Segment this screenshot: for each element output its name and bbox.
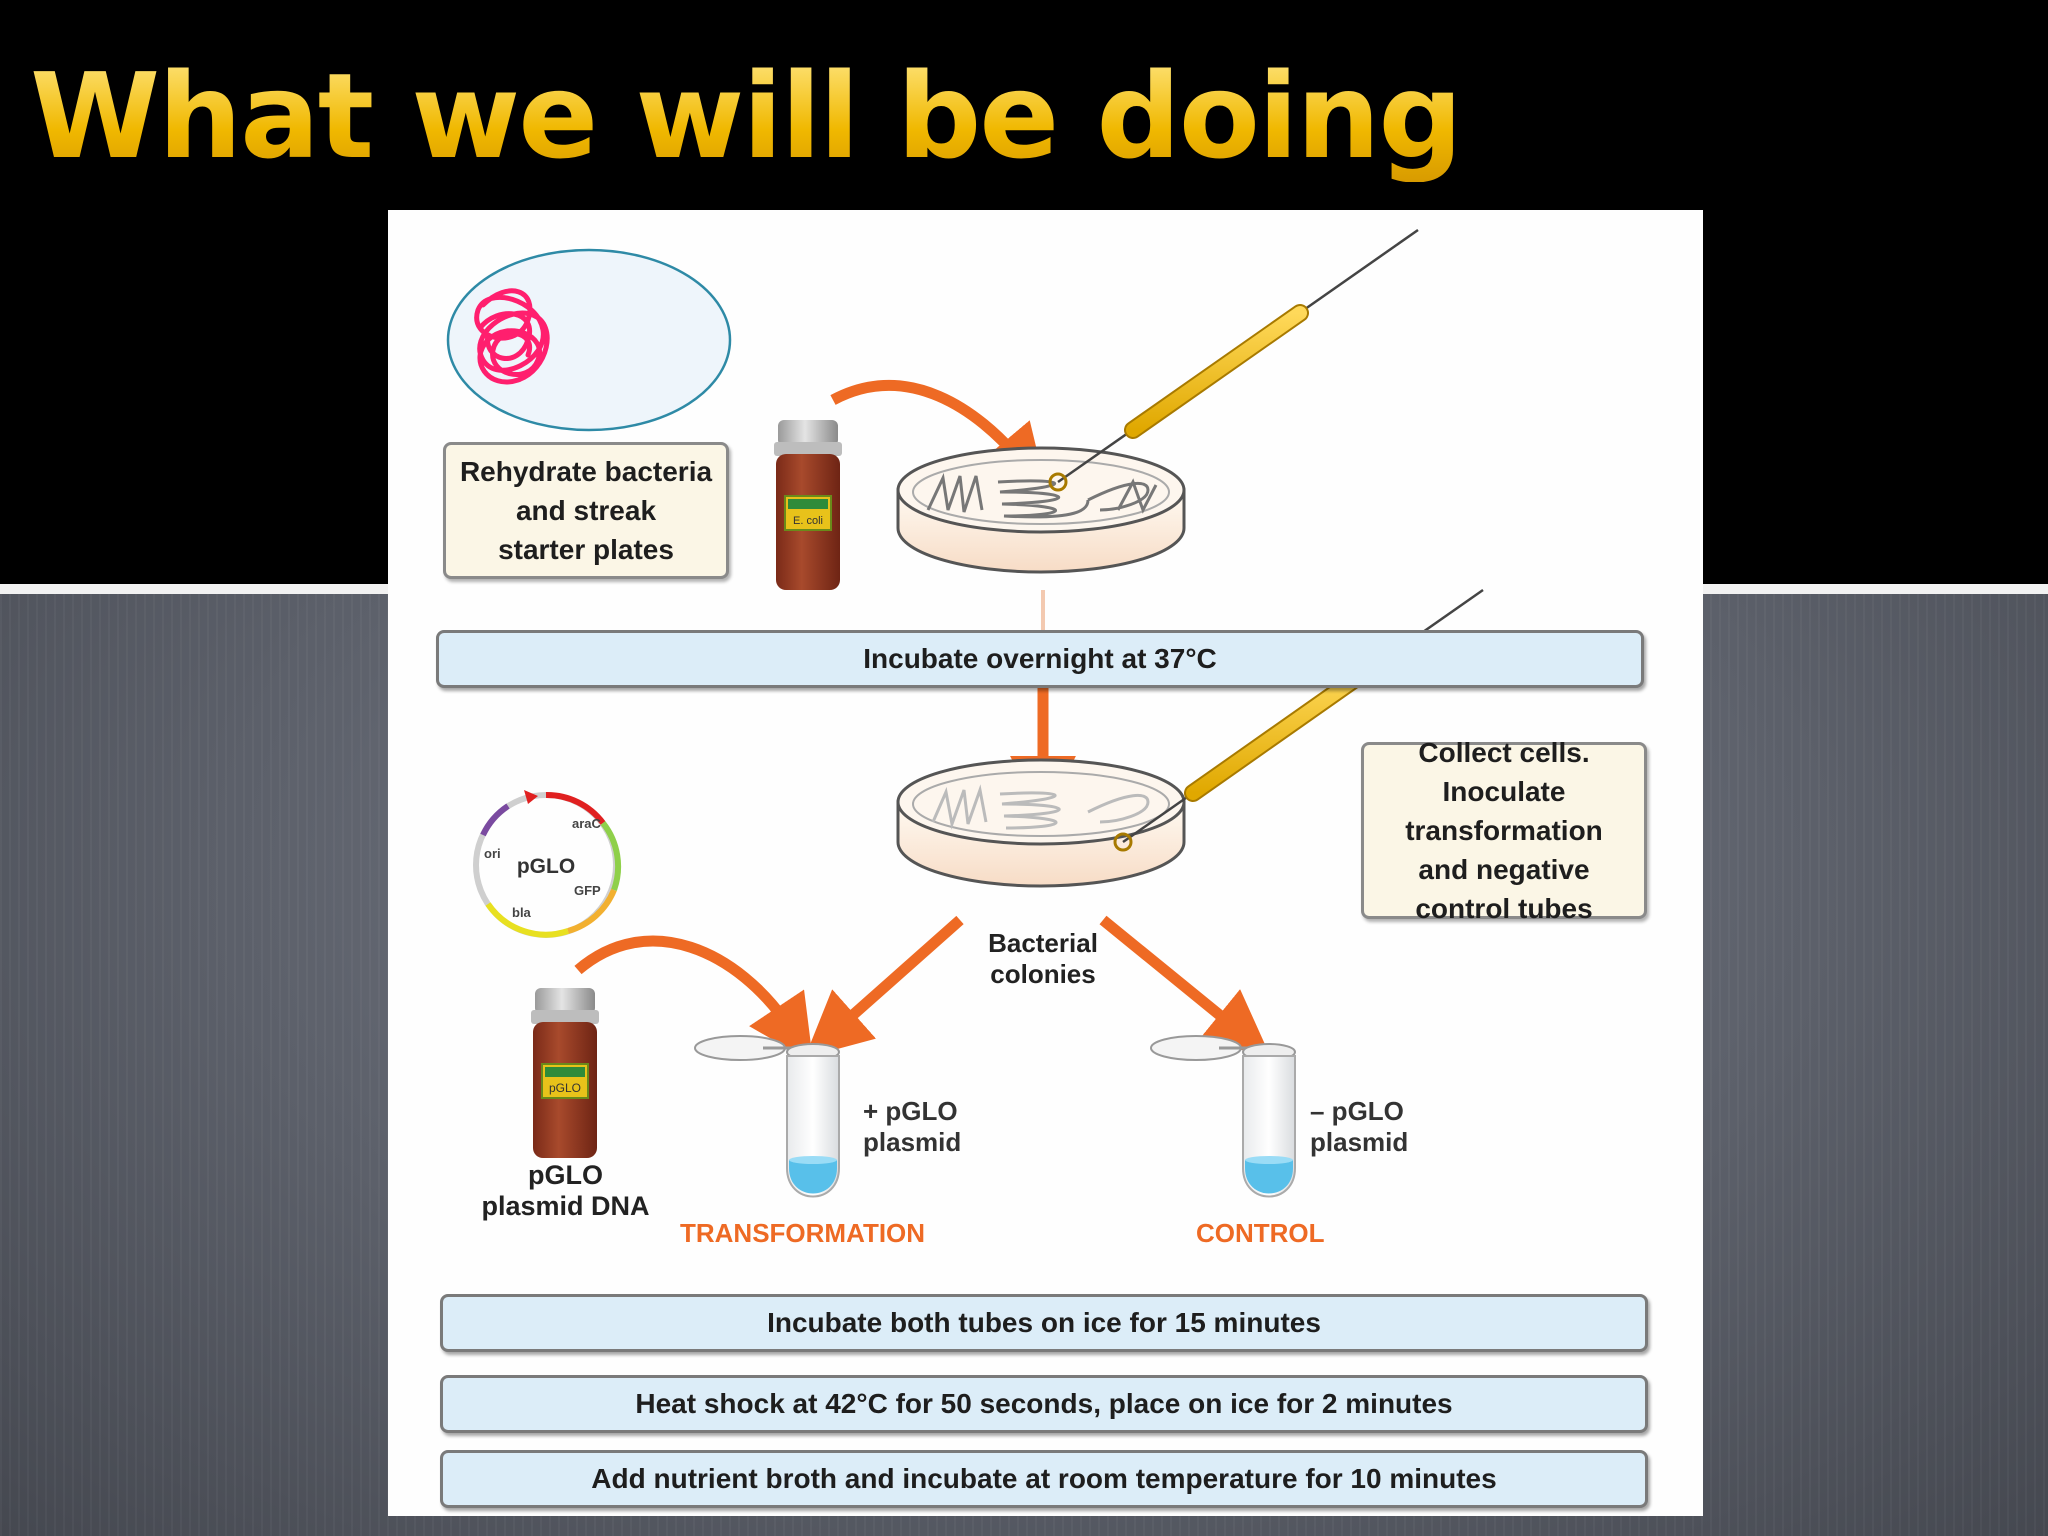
plus-pglo-line-1: + pGLO bbox=[863, 1096, 958, 1126]
plasmid-name: pGLO bbox=[517, 855, 575, 878]
pglo-vial-label: pGLO bbox=[549, 1081, 581, 1095]
plasmid-map: pGLO araC ori GFP bla bbox=[473, 790, 622, 938]
plus-pglo-line-2: plasmid bbox=[863, 1127, 962, 1157]
minus-pglo-line-2: plasmid bbox=[1310, 1127, 1409, 1157]
step-heat-shock: Heat shock at 42°C for 50 seconds, place… bbox=[440, 1375, 1648, 1433]
plasmid-gene-arac: araC bbox=[572, 816, 602, 831]
transformation-diagram: E. coli bbox=[388, 210, 1703, 1516]
transformation-tube bbox=[694, 1035, 840, 1198]
step-ice: Incubate both tubes on ice for 15 minute… bbox=[440, 1294, 1648, 1352]
plasmid-gene-gfp: GFP bbox=[574, 883, 601, 898]
inoculating-loop-1 bbox=[1048, 228, 1419, 492]
colonies-label-line-1: Bacterial bbox=[988, 928, 1098, 958]
transformation-label: TRANSFORMATION bbox=[680, 1218, 926, 1248]
annotation-ellipse bbox=[446, 248, 732, 432]
arrow-to-control bbox=[1099, 915, 1271, 1057]
note-collect-line-5: control tubes bbox=[1415, 893, 1593, 924]
slide-title: What we will be doing bbox=[30, 47, 1463, 185]
note-collect-line-3: transformation bbox=[1405, 815, 1603, 846]
plasmid-gene-bla: bla bbox=[512, 905, 532, 920]
colonies-plate bbox=[896, 758, 1186, 888]
note-collect-line-4: and negative bbox=[1418, 854, 1590, 885]
note-collect-line-2: Inoculate bbox=[1442, 776, 1566, 807]
ecoli-vial: E. coli bbox=[774, 420, 842, 590]
note-rehydrate-line-1: Rehydrate bacteria bbox=[459, 456, 713, 487]
control-tube bbox=[1150, 1035, 1296, 1198]
plus-pglo-label: + pGLO plasmid bbox=[863, 1096, 961, 1158]
note-collect-line-1: Collect cells. bbox=[1418, 737, 1590, 768]
arrow-plasmid-to-tube bbox=[574, 935, 814, 1063]
annotation-scribble bbox=[474, 288, 550, 385]
note-rehydrate: Rehydrate bacteria and streak starter pl… bbox=[443, 442, 729, 579]
plasmid-gene-ori: ori bbox=[484, 846, 501, 861]
arrow-vial-to-plate bbox=[830, 379, 1047, 492]
note-collect-cells: Collect cells. Inoculate transformation … bbox=[1361, 737, 1647, 924]
starter-plate bbox=[896, 446, 1186, 574]
colonies-label-line-2: colonies bbox=[990, 959, 1096, 989]
step-broth: Add nutrient broth and incubate at room … bbox=[440, 1450, 1648, 1508]
pglo-vial: pGLO bbox=[531, 988, 599, 1158]
step-incubate-overnight: Incubate overnight at 37°C bbox=[436, 630, 1644, 688]
diagram-graphics: E. coli bbox=[446, 228, 1484, 1198]
note-rehydrate-line-2: and streak bbox=[515, 495, 657, 526]
pglo-dna-label-line-2: plasmid DNA bbox=[481, 1191, 650, 1221]
colonies-label: Bacterial colonies bbox=[968, 928, 1118, 990]
ecoli-vial-label: E. coli bbox=[793, 515, 823, 527]
minus-pglo-label: – pGLO plasmid bbox=[1310, 1096, 1408, 1158]
pglo-dna-label-line-1: pGLO bbox=[528, 1160, 603, 1190]
minus-pglo-line-1: – pGLO bbox=[1310, 1096, 1404, 1126]
note-rehydrate-line-3: starter plates bbox=[498, 534, 674, 565]
arrow-to-transformation bbox=[804, 915, 964, 1058]
pglo-dna-label: pGLO plasmid DNA bbox=[458, 1160, 673, 1222]
control-label: CONTROL bbox=[1196, 1218, 1325, 1248]
